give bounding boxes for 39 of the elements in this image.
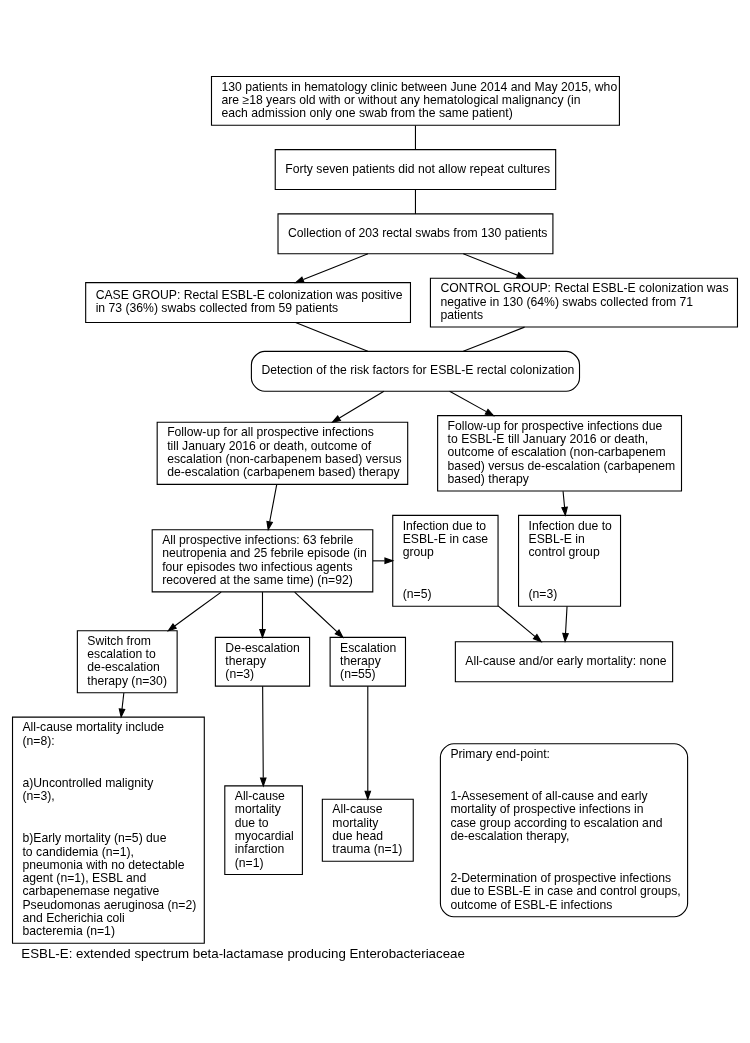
arrow	[331, 390, 385, 424]
node-box: All prospective infections: 63 febrile neutropenia and 25 febrile episode (in four episodes two infectious agents recovered at the same time) (n=92)	[151, 529, 374, 593]
arrow	[259, 591, 266, 639]
node-box: All-cause and/or early mortality: none	[454, 641, 674, 683]
node-box: All-cause mortality include (n=8): a)Uncontrolled malignity (n=3), b)Early mortality (n=5) due to candidemia (n=1), pneumonia with no detectable agent (n=1), ESBL and carbapenemase negative Pseudomonas aeruginosa (n=2) and Echerichia coli bacteremia (n=1)	[11, 716, 205, 944]
arrow	[497, 605, 543, 643]
arrow	[166, 591, 222, 632]
node-box: CONTROL GROUP: Rectal ESBL-E colonization was negative in 130 (64%) swabs collected from 71 patients	[429, 277, 739, 328]
arrow	[294, 591, 345, 639]
arrow	[449, 390, 495, 417]
node-box: All-cause mortality due to myocardial infarction (n=1)	[224, 785, 303, 876]
node-box: Escalation therapy (n=55)	[329, 636, 407, 687]
node-box: Infection due to ESBL-E in control group (n=3)	[518, 514, 622, 607]
connector	[414, 125, 416, 150]
node-box: Switch from escalation to de-escalation therapy (n=30)	[76, 630, 178, 694]
node-box: Primary end-point: 1-Assesement of all-cause and early mortality of prospective infections in case group according to escalation and de-escalation therapy, 2-Determination of prospective infections due to ESBL-E in case and control groups, outcome of ESBL-E infections	[439, 743, 689, 918]
node-box: CASE GROUP: Rectal ESBL-E colonization was positive in 73 (36%) swabs collected from 59 patients	[85, 282, 412, 324]
arrow	[266, 484, 278, 532]
node-box: Forty seven patients did not allow repeat cultures	[274, 149, 557, 191]
node-box: 130 patients in hematology clinic between June 2014 and May 2015, who are ≥18 years old with or without any hematological malignancy (in each admission only one swab from the same patient)	[210, 75, 620, 126]
arrow	[294, 253, 369, 284]
caption: ESBL-E: extended spectrum beta-lactamase producing Enterobacteriaceae	[21, 946, 465, 962]
arrow	[462, 253, 527, 279]
arrow	[118, 692, 126, 719]
connector	[295, 322, 369, 352]
arrow	[562, 605, 570, 644]
node-box: De-escalation therapy (n=3)	[214, 636, 311, 687]
node-box: Infection due to ESBL-E in case group (n=5)	[392, 514, 499, 607]
node-box: Detection of the risk factors for ESBL-E rectal colonization	[250, 350, 581, 392]
node-box: All-cause mortality due head trauma (n=1)	[321, 798, 414, 862]
connector	[414, 189, 416, 215]
arrow	[259, 685, 267, 788]
arrow	[561, 490, 568, 517]
node-box: Follow-up for all prospective infections till January 2016 or death, outcome of escalation (non-carbapenem based) versus de-escalation (carbapenem based) therapy	[156, 421, 409, 485]
node-box: Collection of 203 rectal swabs from 130 patients	[277, 213, 554, 255]
arrow	[372, 557, 395, 565]
arrow	[364, 685, 372, 801]
node-box: Follow-up for prospective infections due to ESBL-E till January 2016 or death, outcome of escalation (non-carbapenem based) versus de-escalation (carbapenem based) therapy	[437, 415, 683, 492]
connector	[462, 326, 526, 352]
